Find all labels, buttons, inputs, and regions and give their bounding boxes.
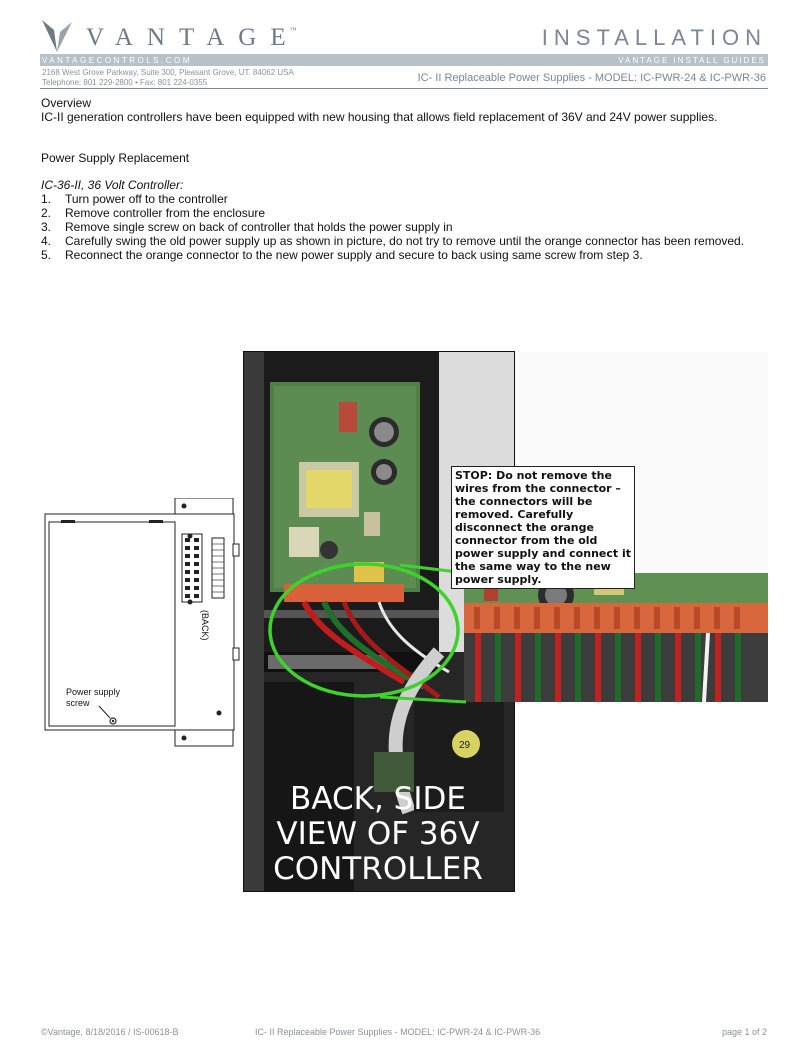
step-number: 2. — [41, 206, 52, 220]
brand-name: VANTAGE™ — [86, 24, 300, 51]
step-text: Remove controller from the enclosure — [65, 206, 266, 220]
label-line: screw — [66, 698, 90, 708]
connector-closeup-photo — [464, 573, 768, 702]
step-number: 5. — [41, 248, 52, 262]
guides-label: VANTAGE INSTALL GUIDES — [618, 56, 766, 65]
vantage-logo-icon — [42, 20, 72, 52]
step-text: Carefully swing the old power supply up … — [65, 234, 745, 248]
document-type-title: INSTALLATION — [541, 25, 767, 50]
step-text: Turn power off to the controller — [65, 192, 228, 206]
list-item: 4. Carefully swing the old power supply u… — [41, 234, 767, 248]
caption-line: VIEW OF 36V — [276, 816, 480, 852]
controller-back-diagram — [44, 498, 240, 747]
step-number: 4. — [41, 234, 52, 248]
step-number: 3. — [41, 220, 52, 234]
overview-heading: Overview — [41, 96, 92, 110]
header-divider — [40, 88, 768, 89]
step-text: Reconnect the orange connector to the ne… — [65, 248, 643, 262]
photo-caption: BACK, SIDE VIEW OF 36V CONTROLLER — [243, 782, 513, 887]
list-item: 5. Reconnect the orange connector to the … — [41, 248, 767, 262]
footer-copyright: ©Vantage, 8/18/2016 / IS-00618-B — [41, 1027, 179, 1037]
step-number: 1. — [41, 192, 52, 206]
trademark: ™ — [289, 26, 297, 34]
overview-text: IC-II generation controllers have been e… — [41, 110, 718, 124]
document-subtitle: IC- II Replaceable Power Supplies - MODE… — [417, 72, 766, 84]
capacitor-marking: 29 — [459, 740, 471, 751]
steps-list: 1. Turn power off to the controller 2. Rem… — [41, 192, 767, 262]
caption-line: BACK, SIDE — [290, 781, 466, 817]
phone-line: Telephone: 801 229-2800 • Fax: 801 224-0… — [42, 78, 208, 87]
back-side-label: (BACK) — [200, 610, 210, 641]
power-supply-screw-label: Power supply screw — [66, 687, 120, 709]
page-number: page 1 of 2 — [721, 1027, 767, 1037]
list-item: 2. Remove controller from the enclosure — [41, 206, 767, 220]
website-link[interactable]: VANTAGECONTROLS.COM — [42, 56, 192, 65]
header-band — [40, 54, 768, 66]
list-item: 1. Turn power off to the controller — [41, 192, 767, 206]
model-heading: IC-36-II, 36 Volt Controller: — [41, 178, 184, 192]
replacement-heading: Power Supply Replacement — [41, 151, 190, 165]
list-item: 3. Remove single screw on back of control… — [41, 220, 767, 234]
footer-title: IC- II Replaceable Power Supplies - MODE… — [255, 1027, 541, 1037]
stop-warning-note: STOP: Do not remove the wires from the c… — [451, 466, 635, 589]
label-line: Power supply — [66, 687, 121, 697]
step-text: Remove single screw on back of controlle… — [65, 220, 453, 234]
company-address: 2168 West Grove Parkway, Suite 300, Plea… — [42, 68, 294, 88]
address-line: 2168 West Grove Parkway, Suite 300, Plea… — [42, 68, 294, 77]
caption-line: CONTROLLER — [273, 851, 483, 887]
